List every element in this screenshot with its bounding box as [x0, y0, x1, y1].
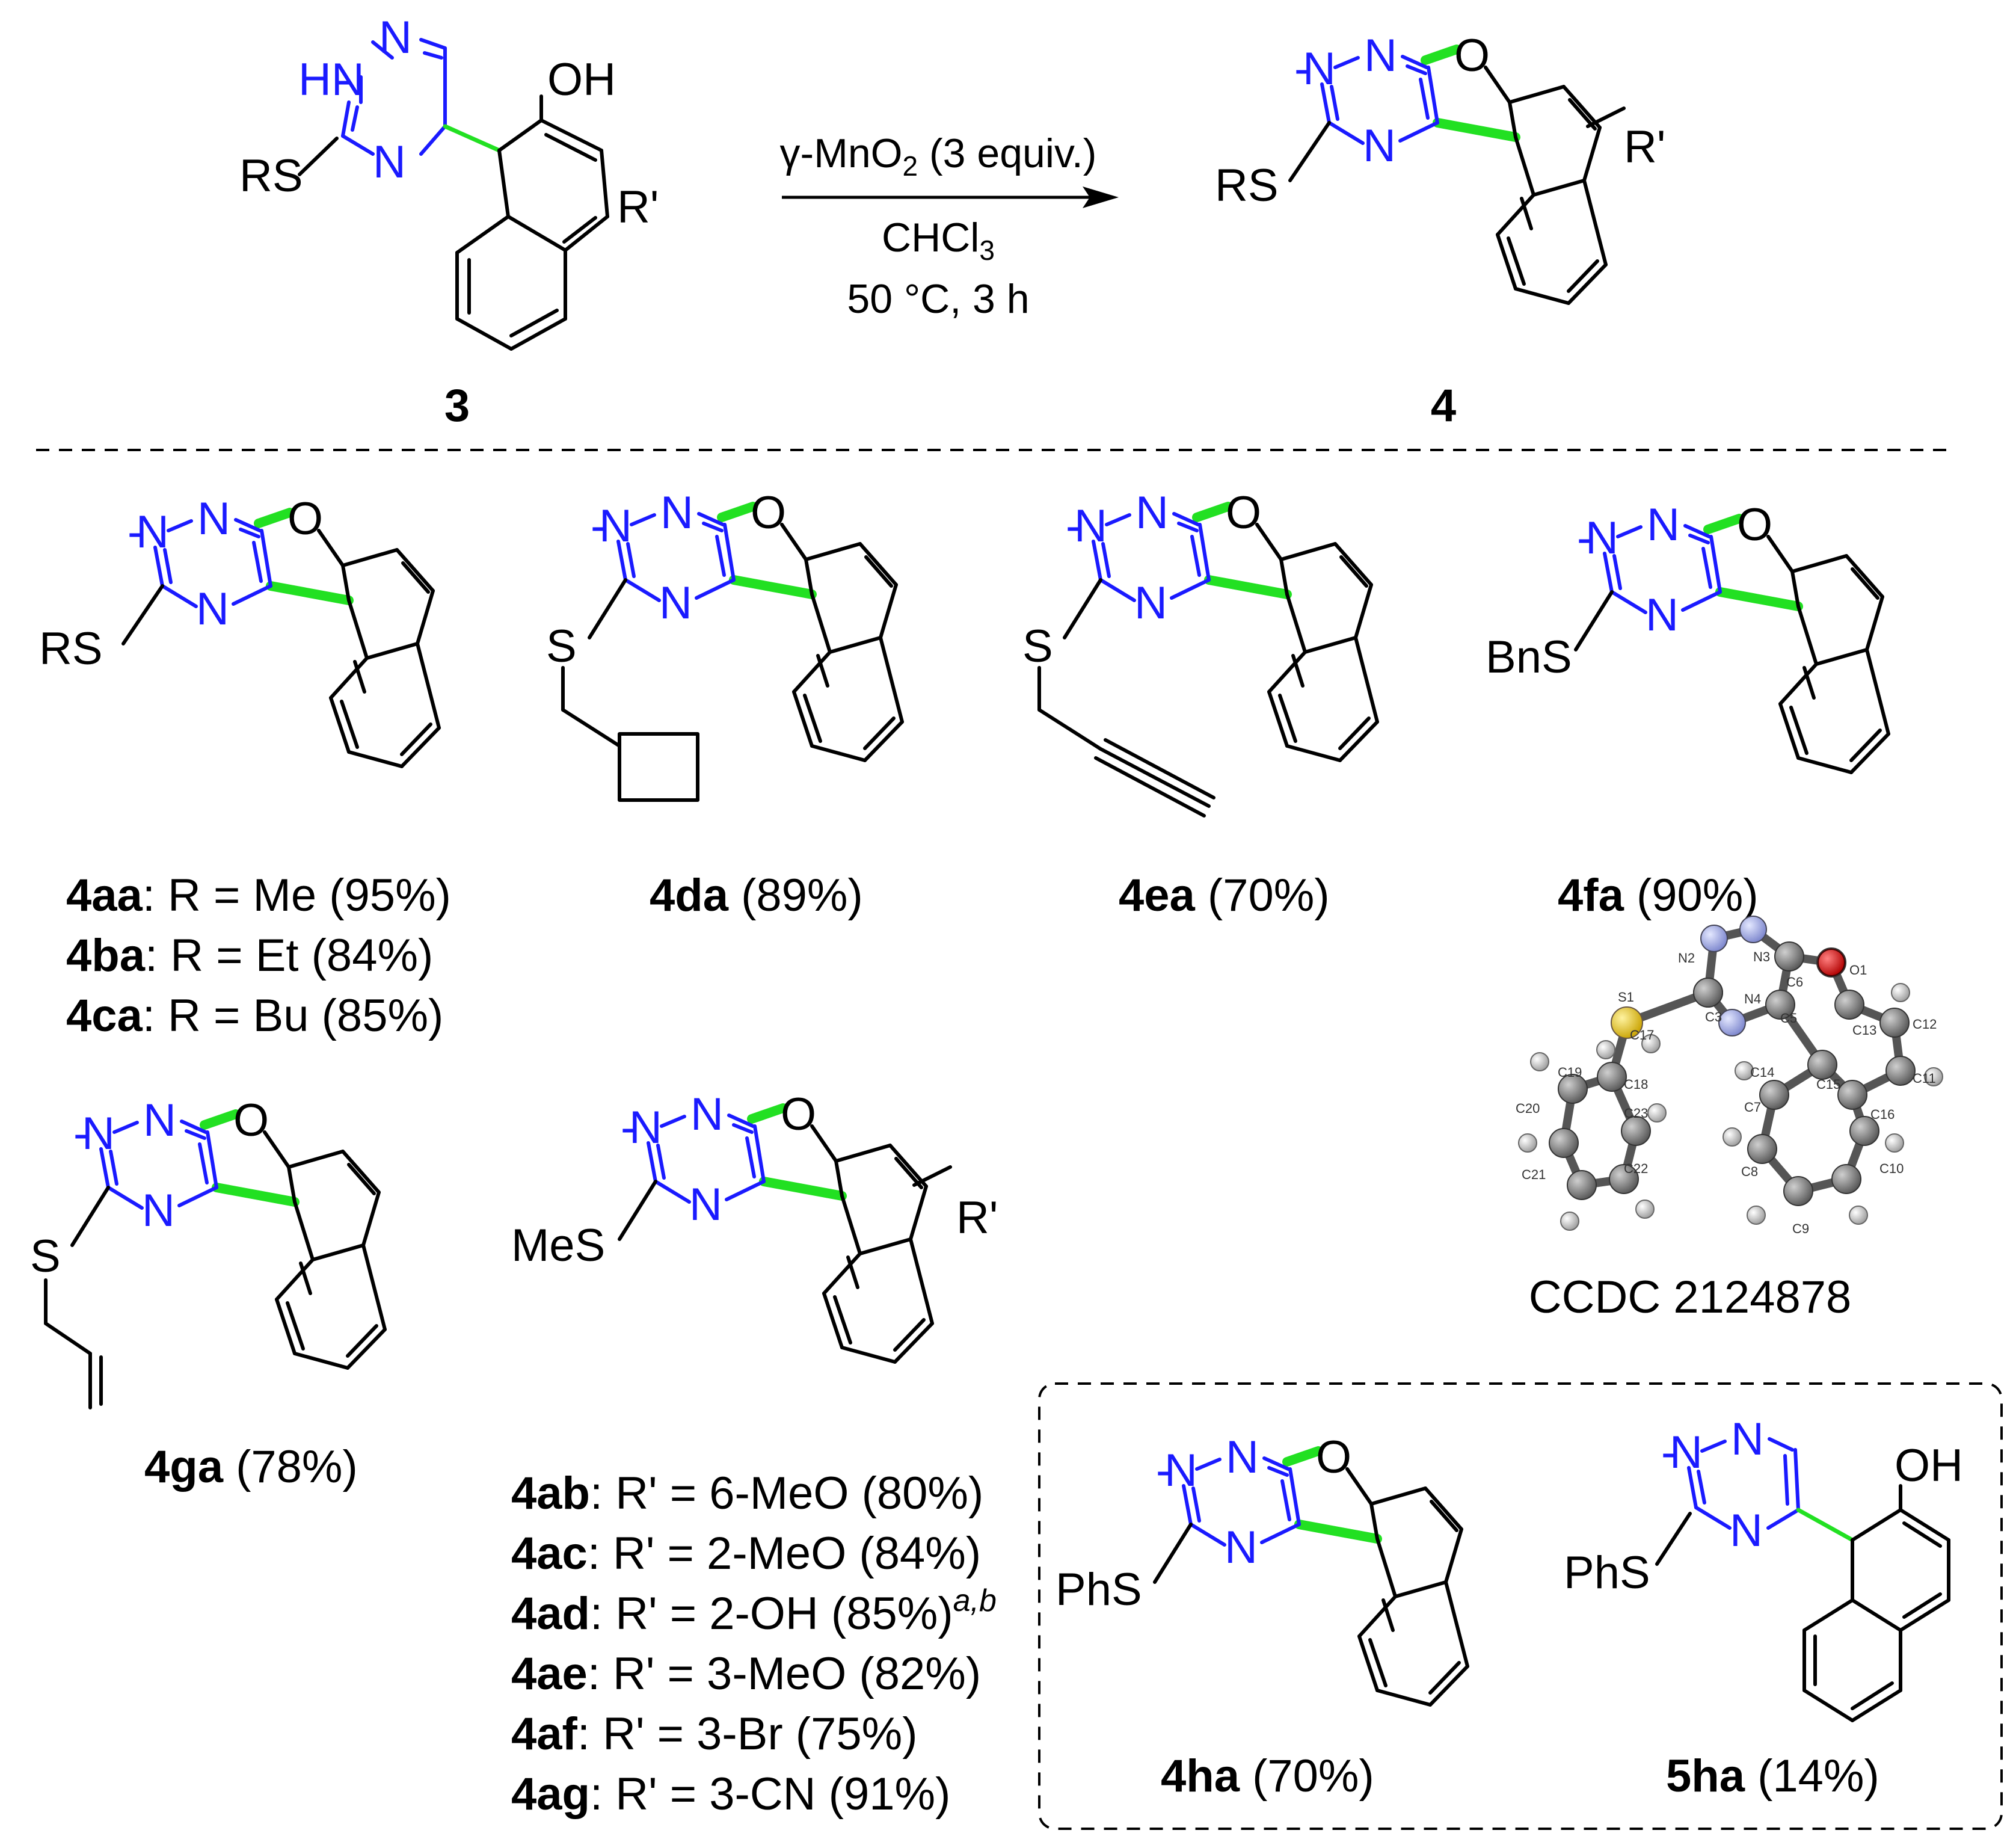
- n-label: N: [1730, 1505, 1763, 1556]
- n-label: N: [1670, 1427, 1703, 1478]
- oh-label: OH: [547, 54, 616, 105]
- svg-text:C3: C3: [1705, 1009, 1722, 1024]
- highlight-box: [1038, 1382, 2003, 1830]
- rprime-label: R': [617, 182, 659, 233]
- solvent-text: CHCl3: [882, 215, 995, 266]
- rprime-label: R': [956, 1192, 998, 1243]
- svg-text:C20: C20: [1516, 1101, 1540, 1116]
- entry-4ac: 4ac: R' = 2-MeO (84%): [511, 1528, 981, 1579]
- compound-3-structure: HN N - N OH RS R': [239, 12, 659, 351]
- entry-4ag: 4ag: R' = 3-CN (91%): [511, 1769, 950, 1820]
- compound-5ha-structure: N N N - PhS OH: [1564, 1414, 1963, 1722]
- compound-4ab-structure: MeS R': [511, 1089, 998, 1362]
- svg-text:C18: C18: [1624, 1077, 1648, 1092]
- reagent-text: γ-MnO2 (3 equiv.): [780, 131, 1097, 182]
- svg-text:C13: C13: [1852, 1023, 1876, 1038]
- entry-4ea: 4ea (70%): [1119, 870, 1330, 921]
- svg-text:-: -: [1661, 1427, 1676, 1478]
- svg-text:C21: C21: [1522, 1167, 1546, 1182]
- compound-4-number: 4: [1431, 380, 1456, 431]
- svg-text:C11: C11: [1913, 1071, 1936, 1086]
- bns-label: BnS: [1486, 632, 1572, 683]
- entry-4fa: 4fa (90%): [1558, 870, 1759, 921]
- svg-text:-: -: [337, 54, 352, 105]
- rs-label: RS: [1215, 160, 1279, 211]
- svg-text:C5: C5: [1780, 1011, 1797, 1026]
- rs-label: RS: [239, 150, 303, 202]
- compound-4da-structure: S: [546, 487, 902, 802]
- s-label: S: [1022, 621, 1053, 672]
- entry-4da: 4da (89%): [650, 870, 863, 921]
- entry-4ad: 4ad: R' = 2-OH (85%)a,b: [511, 1583, 997, 1639]
- entry-4ha: 4ha (70%): [1161, 1751, 1374, 1802]
- compound-4ga-structure: S: [30, 1095, 385, 1409]
- svg-text:C9: C9: [1792, 1221, 1809, 1236]
- compound-4ha-structure: PhS: [1056, 1432, 1467, 1705]
- arrow-head: [1083, 186, 1119, 208]
- phs-label: PhS: [1564, 1547, 1650, 1598]
- compound-4-structure: RS R': [1215, 30, 1665, 303]
- svg-text:O1: O1: [1849, 962, 1867, 978]
- n-label: N: [1731, 1414, 1764, 1465]
- oh-label: OH: [1895, 1440, 1963, 1491]
- conditions-text: 50 °C, 3 h: [847, 276, 1029, 322]
- hn-label: HN: [298, 54, 364, 105]
- svg-text:C22: C22: [1624, 1161, 1648, 1176]
- entry-4ga: 4ga (78%): [144, 1441, 358, 1492]
- svg-text:C6: C6: [1786, 975, 1803, 990]
- entry-5ha: 5ha (14%): [1666, 1751, 1879, 1802]
- svg-text:N4: N4: [1744, 991, 1761, 1006]
- svg-text:C12: C12: [1913, 1017, 1937, 1032]
- s-label: S: [30, 1231, 61, 1282]
- svg-text:C15: C15: [1816, 1077, 1840, 1092]
- svg-text:N2: N2: [1678, 950, 1695, 966]
- phs-label: PhS: [1056, 1564, 1142, 1615]
- n-label: N: [373, 137, 406, 188]
- svg-text:C14: C14: [1750, 1065, 1774, 1080]
- mes-label: MeS: [511, 1220, 605, 1271]
- n-label: N: [379, 12, 412, 63]
- svg-text:N3: N3: [1753, 949, 1770, 964]
- svg-text:C7: C7: [1744, 1100, 1761, 1115]
- entry-4ba: 4ba: R = Et (84%): [66, 930, 433, 981]
- ccdc-number: CCDC 2124878: [1529, 1272, 1852, 1323]
- svg-text:C10: C10: [1879, 1161, 1904, 1176]
- svg-text:C23: C23: [1624, 1106, 1648, 1121]
- rs-label: RS: [39, 623, 103, 674]
- svg-text:C8: C8: [1741, 1164, 1758, 1179]
- compound-4aa-structure: RS: [39, 493, 439, 766]
- rprime-label: R': [1624, 122, 1665, 173]
- entry-4ae: 4ae: R' = 3-MeO (82%): [511, 1648, 981, 1699]
- compound-3-number: 3: [444, 380, 470, 431]
- s-label: S: [546, 621, 577, 672]
- svg-text:C19: C19: [1558, 1065, 1582, 1080]
- svg-text:S1: S1: [1618, 990, 1634, 1005]
- entry-4af: 4af: R' = 3-Br (75%): [511, 1708, 918, 1760]
- entry-4ca: 4ca: R = Bu (85%): [66, 990, 443, 1041]
- compound-4ea-structure: S: [1022, 487, 1377, 818]
- svg-text:C17: C17: [1630, 1027, 1654, 1043]
- compound-4fa-structure: BnS: [1486, 499, 1888, 772]
- entry-4ab: 4ab: R' = 6-MeO (80%): [511, 1468, 983, 1519]
- svg-text:C16: C16: [1870, 1107, 1895, 1122]
- entry-4aa: 4aa: R = Me (95%): [66, 870, 451, 921]
